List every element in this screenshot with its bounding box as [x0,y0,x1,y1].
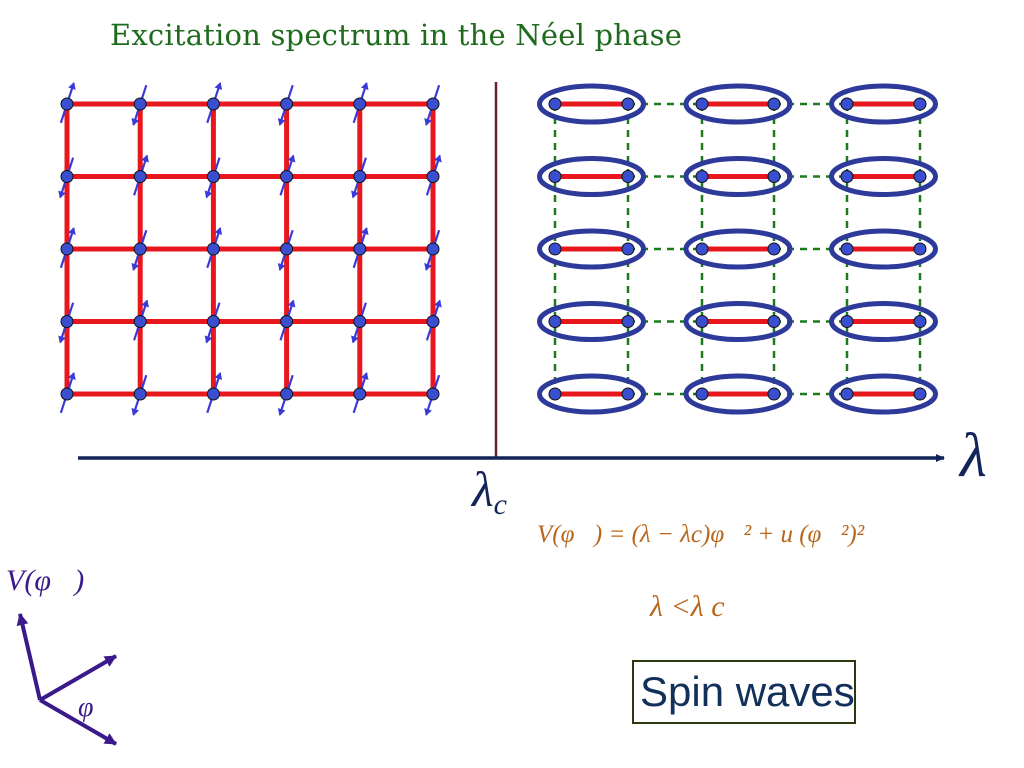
slide-title: Excitation spectrum in the Néel phase [110,18,683,52]
dimer-site [840,315,854,328]
dimer-ring [537,301,646,342]
lattice-site [426,387,440,401]
field-axis-upper [38,654,118,702]
lattice-site [353,387,367,401]
dimer-site [840,170,854,183]
lattice-site [280,97,294,111]
phase-condition: λ <λ c [649,590,725,623]
dimer-site [621,170,635,183]
lattice-site [60,242,74,256]
dimer-ring [683,156,793,197]
dimer-site [621,387,635,401]
neel-lattice [58,82,442,416]
dimer-ring [537,83,646,125]
dimer-site [840,242,854,256]
dimer-site [767,387,781,401]
lattice-site [426,315,440,328]
lattice-site [353,97,367,111]
dimer-site [548,387,562,401]
lattice-site [60,97,74,111]
spin-waves-caption: Spin waves [640,668,855,715]
dimer-site [621,315,635,328]
dimer-ring [683,373,793,415]
dimer-ring [537,156,646,197]
dimer-ring [537,228,646,270]
field-axis-lower [38,698,118,746]
lattice-site [133,387,147,401]
dimer-site [767,170,781,183]
potential-axis-label: V(φ⃗) [6,564,84,597]
lattice-site [426,97,440,111]
dimer-ring [829,228,938,270]
dimer-site [548,315,562,328]
dimer-site [913,387,927,401]
dimer-site [840,97,854,111]
lattice-site [280,315,294,328]
lattice-site [353,170,367,183]
lattice-site [280,242,294,256]
dimer-site [767,315,781,328]
potential-vertical-axis [16,613,42,701]
lattice-site [206,170,220,183]
dimer-ring [829,83,938,125]
dimer-site [621,242,635,256]
lambda-axis-label: λ [958,422,987,490]
dimer-site [695,97,709,111]
dimer-lattice [537,83,938,415]
lattice-site [133,170,147,183]
dimer-site [767,97,781,111]
lambda-critical-symbol: λ [470,461,494,517]
dimer-site [840,387,854,401]
caption-box [632,660,856,724]
lattice-site [133,315,147,328]
lattice-site [60,170,74,183]
dimer-site [913,170,927,183]
dimer-site [695,242,709,256]
lattice-site [133,97,147,111]
lattice-site [426,242,440,256]
lattice-site [280,387,294,401]
dimer-site [695,170,709,183]
dimer-ring [829,373,938,415]
dimer-ring [829,301,938,342]
dimer-site [695,315,709,328]
dimer-ring [683,83,793,125]
lambda-critical-subscript: c [494,488,507,521]
lattice-site [60,387,74,401]
lambda-critical-label: λc [470,461,507,521]
dimer-site [913,97,927,111]
lattice-site [206,387,220,401]
dimer-ring [537,373,646,415]
lattice-site [206,315,220,328]
lattice-site [353,315,367,328]
dimer-site [548,97,562,111]
lattice-site [426,170,440,183]
dimer-site [621,97,635,111]
dimer-ring [683,228,793,270]
lattice-site [206,97,220,111]
dimer-site [695,387,709,401]
lattice-site [133,242,147,256]
lattice-site [353,242,367,256]
dimer-site [767,242,781,256]
lattice-site [280,170,294,183]
dimer-site [913,315,927,328]
dimer-site [548,242,562,256]
field-label: φ⃗ [78,692,115,723]
lattice-site [60,315,74,328]
dimer-ring [829,156,938,197]
lattice-site [206,242,220,256]
dimer-site [913,242,927,256]
dimer-ring [683,301,793,342]
potential-equation: V(φ⃗) = (λ − λc)φ⃗² + u (φ⃗²)² [537,521,865,548]
dimer-site [548,170,562,183]
